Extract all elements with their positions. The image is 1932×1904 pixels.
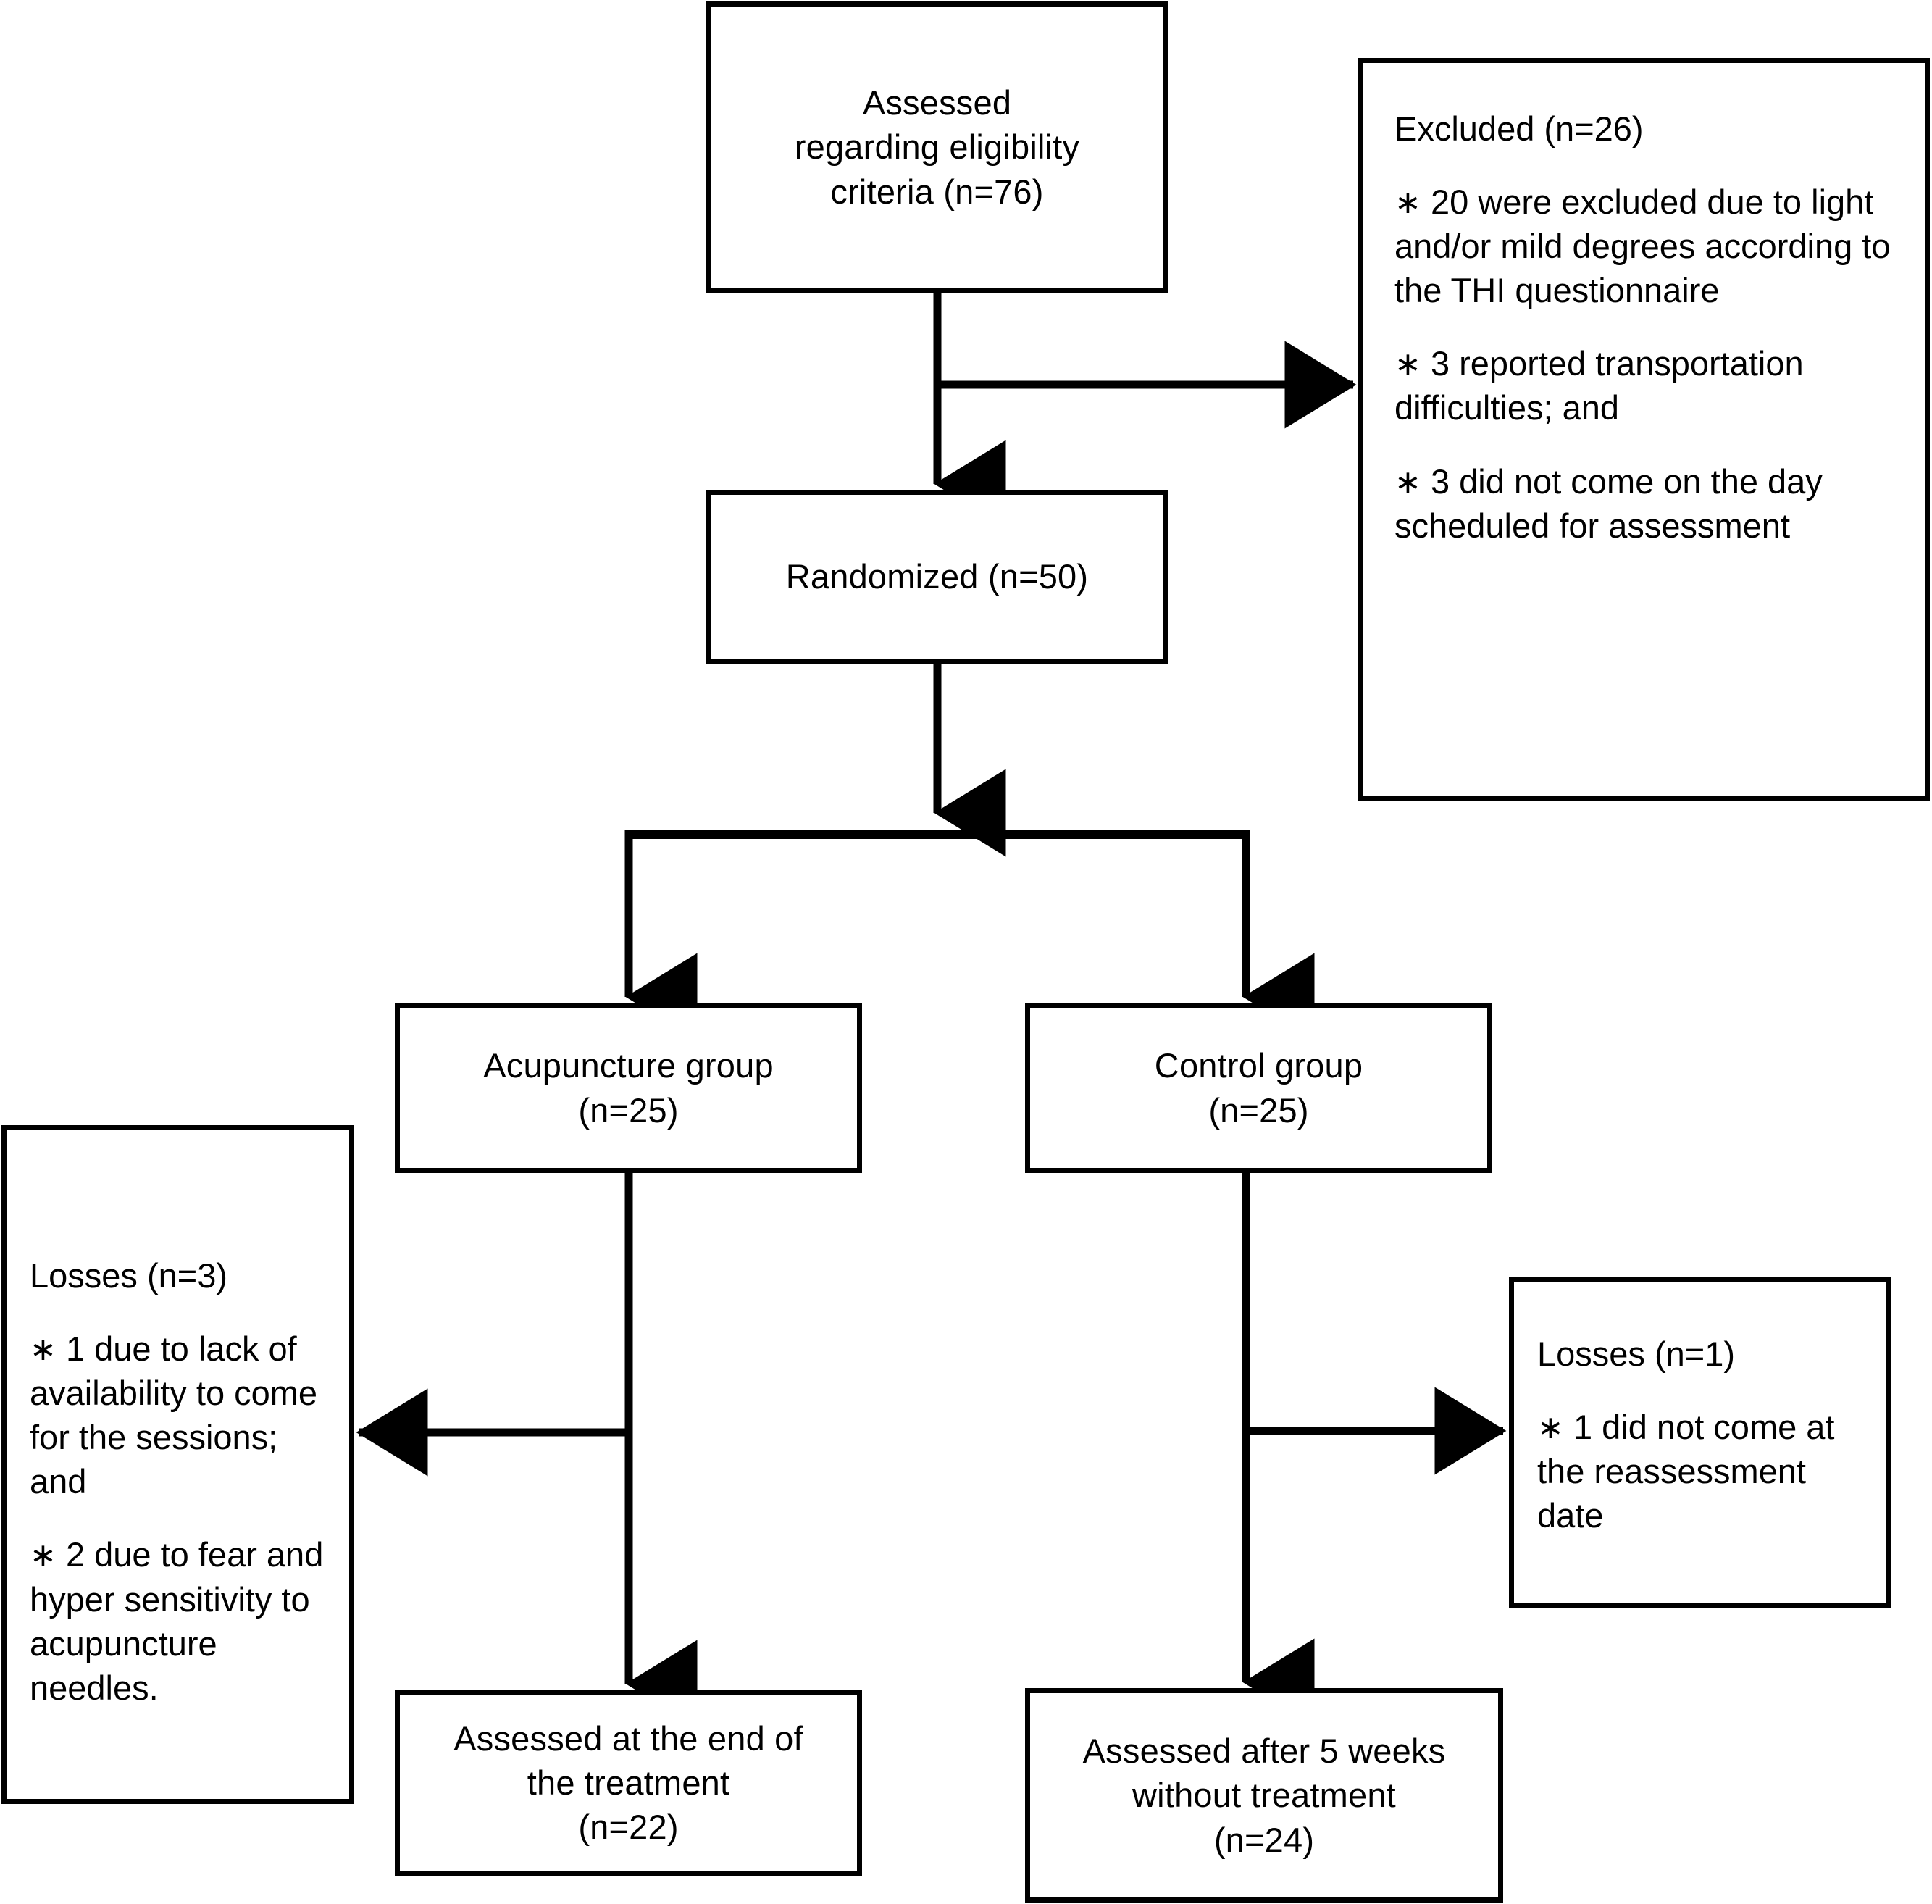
excluded-box: Excluded (n=26) ∗ 20 were excluded due t… [1358,58,1930,801]
excluded-bullet-2-text: 3 reported transportation difficulties; … [1394,344,1813,427]
assessed-5weeks-line-3: (n=24) [1213,1820,1315,1859]
assessed-end-line-3: (n=22) [578,1808,679,1847]
assessed-end-line-2: the treatment [527,1763,730,1802]
assessed-end-line-1: Assessed at the end of [453,1719,803,1758]
asterisk-icon: ∗ [1537,1410,1564,1446]
acupuncture-line-2: (n=25) [578,1090,679,1130]
assessed-line-1: Assessed [862,83,1012,122]
randomized-box: Randomized (n=50) [706,490,1168,664]
assessed-5weeks-line-2: without treatment [1132,1776,1396,1815]
excluded-bullet-3-text: 3 did not come on the day scheduled for … [1394,462,1832,545]
assessed-end-of-treatment-box: Assessed at the end of the treatment (n=… [395,1690,862,1876]
acupuncture-group-box: Acupuncture group (n=25) [395,1003,862,1173]
assessed-line-2: regarding eligibility [794,128,1080,167]
losses-control-box: Losses (n=1) ∗ 1 did not come at the rea… [1509,1277,1891,1608]
losses-left-title: Losses (n=3) [30,1256,228,1295]
asterisk-icon: ∗ [30,1537,57,1574]
control-line-2: (n=25) [1208,1090,1309,1130]
asterisk-icon: ∗ [1394,346,1421,383]
asterisk-icon: ∗ [30,1332,57,1368]
acupuncture-line-1: Acupuncture group [483,1046,774,1085]
excluded-bullet-2: ∗ 3 reported transportation difficulties… [1394,341,1893,430]
excluded-bullet-3: ∗ 3 did not come on the day scheduled fo… [1394,459,1893,548]
excluded-bullet-1-text: 20 were excluded due to light and/or mil… [1394,183,1900,310]
asterisk-icon: ∗ [1394,185,1421,221]
losses-right-bullet-1: ∗ 1 did not come at the reassessment dat… [1537,1405,1864,1537]
losses-left-bullet-1: ∗ 1 due to lack of availability to come … [30,1327,326,1503]
assessed-eligibility-box: Assessed regarding eligibility criteria … [706,1,1168,293]
assessed-line-3: criteria (n=76) [830,172,1044,211]
excluded-title: Excluded (n=26) [1394,109,1644,148]
assessed-after-5-weeks-box: Assessed after 5 weeks without treatment… [1025,1688,1503,1903]
losses-right-bullet-1-text: 1 did not come at the reassessment date [1537,1408,1844,1535]
control-line-1: Control group [1154,1046,1363,1085]
randomized-line-1: Randomized (n=50) [785,557,1089,596]
control-group-box: Control group (n=25) [1025,1003,1492,1173]
assessed-5weeks-line-1: Assessed after 5 weeks [1082,1732,1446,1771]
excluded-bullet-1: ∗ 20 were excluded due to light and/or m… [1394,180,1893,312]
asterisk-icon: ∗ [1394,464,1421,500]
losses-left-bullet-2: ∗ 2 due to fear and hyper sensitivity to… [30,1532,326,1709]
losses-acupuncture-box: Losses (n=3) ∗ 1 due to lack of availabi… [1,1125,354,1804]
losses-left-bullet-2-text: 2 due to fear and hyper sensitivity to a… [30,1535,333,1707]
losses-right-title: Losses (n=1) [1537,1335,1736,1373]
losses-left-bullet-1-text: 1 due to lack of availability to come fo… [30,1329,327,1501]
